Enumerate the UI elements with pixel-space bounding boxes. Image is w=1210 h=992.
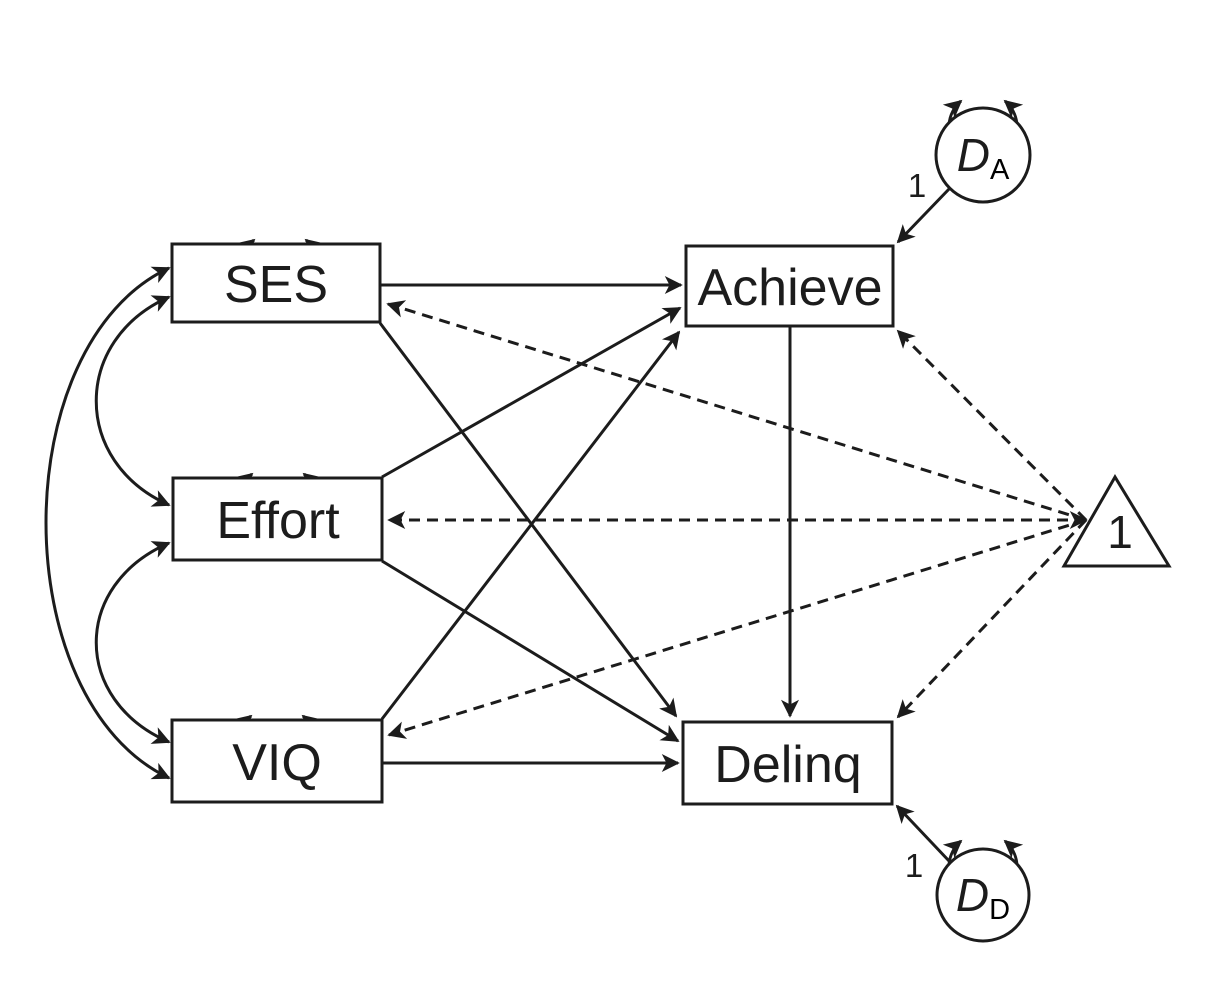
- path-constant-to-viq: [387, 518, 1087, 739]
- weight-label-da-achieve: 1: [908, 167, 926, 204]
- path-effort-to-delinq: [381, 559, 680, 743]
- viq-label: VIQ: [232, 734, 322, 792]
- node-viq: VIQ: [170, 718, 384, 804]
- delinq-label: Delinq: [714, 736, 861, 794]
- disturbance-d-circle: [935, 847, 1031, 943]
- constant-triangle: [1061, 474, 1172, 568]
- weight-label-dd-delinq: 1: [905, 847, 923, 884]
- path-constant-to-achieve: [896, 329, 1088, 522]
- covariance-ses-viq: [44, 266, 171, 780]
- node-ses: SES: [170, 242, 382, 324]
- achieve-box: [684, 244, 895, 328]
- achieve-label: Achieve: [698, 259, 883, 317]
- node-constant: 1: [1061, 474, 1172, 568]
- ses-label: SES: [224, 256, 328, 314]
- node-disturbance-d: DD: [935, 847, 1031, 943]
- path-disturbance-a-to-achieve: [896, 186, 952, 244]
- disturbance-a-label: DA: [957, 129, 1010, 186]
- path-disturbance-d-to-delinq: [895, 804, 952, 864]
- path-constant-to-ses: [386, 300, 1087, 522]
- disturbance-d-label: DD: [956, 869, 1010, 926]
- disturbance-a-circle: [934, 106, 1032, 204]
- node-delinq: Delinq: [681, 720, 894, 806]
- effort-label: Effort: [216, 492, 340, 550]
- path-effort-to-achieve: [381, 306, 682, 479]
- node-achieve: Achieve: [684, 244, 895, 328]
- node-effort: Effort: [171, 476, 384, 562]
- ses-box: [170, 242, 382, 324]
- delinq-box: [681, 720, 894, 806]
- covariance-ses-effort: [94, 295, 171, 507]
- path-constant-to-delinq: [896, 518, 1088, 719]
- effort-box: [171, 476, 384, 562]
- node-disturbance-a: DA: [934, 106, 1032, 204]
- covariance-effort-viq: [94, 541, 171, 744]
- constant-label: 1: [1107, 506, 1133, 558]
- viq-box: [170, 718, 384, 804]
